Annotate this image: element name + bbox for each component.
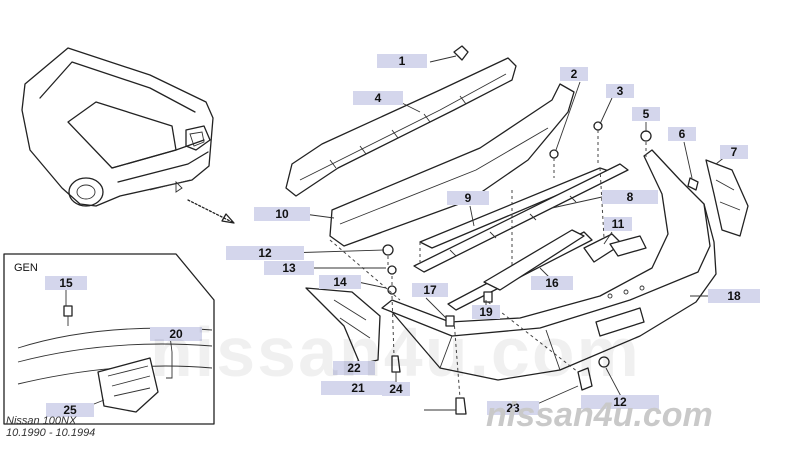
callout-number: 16: [545, 276, 559, 290]
callout-tag: [412, 283, 448, 297]
callout-3: 3: [606, 84, 634, 98]
callout-20: 20: [150, 327, 202, 341]
part-16-bracket: [483, 229, 585, 291]
callout-tag: [632, 107, 660, 121]
callout-number: 1: [399, 54, 406, 68]
callout-12: 12: [581, 395, 659, 409]
callout-tag: [254, 207, 310, 221]
callout-18: 18: [708, 289, 760, 303]
callout-tag: [264, 261, 314, 275]
callout-tag: [472, 305, 500, 319]
callout-number: 15: [59, 276, 73, 290]
watermark: nissan4u.com: [150, 313, 641, 391]
callout-number: 23: [506, 401, 520, 415]
callout-number: 3: [617, 84, 624, 98]
callout-number: 9: [465, 191, 472, 205]
callout-tag: [602, 190, 658, 204]
callout-1: 1: [377, 54, 427, 68]
callout-number: 25: [63, 403, 77, 417]
car-overview-drawing: [21, 47, 235, 224]
callout-number: 24: [389, 382, 403, 396]
callout-17: 17: [412, 283, 448, 297]
callout-tag: [150, 327, 202, 341]
part-8-strip: [413, 163, 629, 273]
callout-24: 24: [382, 382, 410, 396]
callout-14: 14: [319, 275, 361, 289]
gen-label: GEN: [14, 262, 38, 274]
callout-tag: [382, 382, 410, 396]
callout-number: 21: [351, 381, 365, 395]
callout-tag: [377, 54, 427, 68]
callout-tag: [720, 145, 748, 159]
model-name: Nissan 100NX: [6, 415, 77, 427]
callout-tag: [668, 127, 696, 141]
callout-number: 13: [282, 261, 296, 275]
callout-6: 6: [668, 127, 696, 141]
callout-tag: [46, 403, 94, 417]
callout-number: 8: [627, 190, 634, 204]
callout-22: 22: [333, 361, 375, 375]
callout-tag: [487, 401, 539, 415]
part-10-absorber: [329, 83, 575, 247]
callout-tag: [45, 276, 87, 290]
model-info: Nissan 100NX 10.1990 - 10.1994: [6, 415, 95, 439]
callout-16: 16: [531, 276, 573, 290]
callout-tag: [447, 191, 489, 205]
callout-number: 19: [479, 305, 493, 319]
callout-number: 14: [333, 275, 347, 289]
model-years: 10.1990 - 10.1994: [6, 427, 96, 439]
callout-tag: [606, 84, 634, 98]
callout-5: 5: [632, 107, 660, 121]
callout-tag: [353, 91, 403, 105]
assembly-lines: [329, 130, 647, 399]
callout-11: 11: [604, 217, 632, 231]
callout-tag: [604, 217, 632, 231]
callout-25: 25: [46, 403, 94, 417]
callout-tag: [321, 381, 395, 395]
callout-number: 6: [679, 127, 686, 141]
callout-number: 22: [347, 361, 361, 375]
callout-23: 23: [487, 401, 539, 415]
part-18-bumper-fascia: [381, 149, 711, 337]
callout-number: 7: [731, 145, 738, 159]
callout-number: 11: [612, 217, 625, 231]
callout-tag: [226, 246, 304, 260]
part-7-side-bracket: [705, 159, 749, 237]
callout-13: 13: [264, 261, 314, 275]
callout-10: 10: [254, 207, 310, 221]
callout-tag: [319, 275, 361, 289]
callout-21: 21: [321, 381, 395, 395]
callout-number: 12: [613, 395, 627, 409]
callout-7: 7: [720, 145, 748, 159]
callout-number: 5: [643, 107, 650, 121]
callout-number: 12: [258, 246, 272, 260]
part-4-reinforcement: [285, 57, 517, 197]
callout-tag: [531, 276, 573, 290]
brand-logo: nissan4u.com: [486, 396, 713, 434]
callout-2: 2: [560, 67, 588, 81]
callout-8: 8: [602, 190, 658, 204]
callout-tag: [581, 395, 659, 409]
callout-number: 4: [375, 91, 382, 105]
callout-number: 10: [275, 207, 289, 221]
callout-19: 19: [472, 305, 500, 319]
callout-number: 20: [169, 327, 183, 341]
callout-number: 18: [727, 289, 741, 303]
callout-tag: [333, 361, 375, 375]
part-21-side-bracket: [305, 287, 381, 365]
fasteners: [382, 121, 699, 415]
callout-number: 17: [423, 283, 437, 297]
callout-15: 15: [45, 276, 87, 290]
callout-tag: [560, 67, 588, 81]
callout-number: 2: [571, 67, 578, 81]
callout-tag: [708, 289, 760, 303]
callout-9: 9: [447, 191, 489, 205]
callout-12: 12: [226, 246, 304, 260]
callout-4: 4: [353, 91, 403, 105]
